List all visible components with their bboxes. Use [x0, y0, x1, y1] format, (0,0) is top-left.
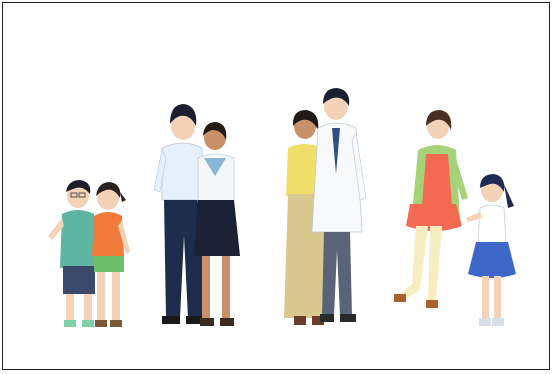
boy-teal-shirt	[48, 180, 96, 327]
girl-orange-shirt	[92, 182, 130, 327]
student-girl	[194, 122, 240, 326]
student-boy	[153, 104, 205, 324]
man-lab-coat	[311, 88, 367, 322]
students-pair	[153, 104, 240, 326]
girl-blue-skirt	[466, 174, 516, 326]
mother-daughter	[394, 110, 516, 326]
woman-green-cardigan	[394, 110, 468, 308]
children-pair	[48, 180, 130, 327]
adult-couple	[284, 88, 367, 325]
